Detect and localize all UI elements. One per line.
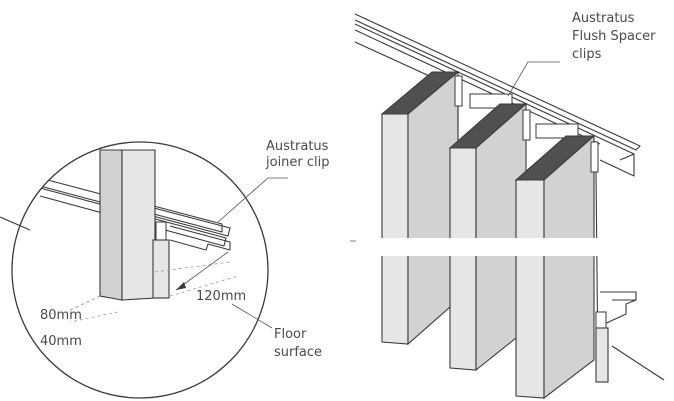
blade-front [449, 147, 477, 371]
arrow-120 [175, 251, 229, 291]
floor-leader [231, 303, 273, 329]
track-foot [169, 225, 231, 251]
blade-side [543, 134, 595, 400]
guide-floor [154, 261, 231, 273]
head-rail-end [619, 153, 635, 161]
carrier-clip [590, 141, 599, 173]
blade-front [121, 149, 156, 301]
bottom-joiner-clip [595, 311, 607, 329]
bottom-track [599, 291, 637, 327]
blade-front [381, 113, 409, 345]
spacer-clip-body [535, 123, 579, 139]
dimension-80: 80mm [40, 308, 82, 323]
carrier-clip [454, 75, 463, 107]
joiner-clip-top [155, 221, 167, 243]
spacer-clip-label-line2: Flush Spacer [572, 29, 656, 44]
spacer-clip-leader [507, 61, 560, 97]
arrowhead-120 [176, 282, 186, 290]
floor-label-line2: surface [274, 345, 322, 360]
dimension-40: 40mm [40, 334, 82, 349]
track-profile [149, 204, 223, 233]
blind-assembly [350, 13, 674, 400]
blade-front [515, 179, 545, 399]
floor-label-line1: Floor [274, 327, 307, 342]
spacer-clip-label-line3: clips [572, 47, 602, 62]
floor-line [611, 345, 665, 381]
blade-side [99, 149, 123, 301]
dimension-120: 120mm [196, 289, 246, 304]
carrier-clip [522, 109, 531, 141]
joiner-clip-label-line2: joiner clip [265, 155, 330, 170]
detail-content [39, 149, 239, 323]
head-rail-top [354, 13, 641, 151]
bottom-joiner-body [595, 327, 609, 383]
blade-1 [380, 70, 463, 346]
spacer-clip-label-line1: Austratus [572, 11, 635, 26]
joiner-clip-label-line1: Austratus [266, 139, 329, 154]
leader-line [0, 216, 31, 231]
spacer-clip-2 [535, 123, 579, 139]
guide-80b [69, 295, 101, 311]
blade-2 [448, 102, 531, 372]
view-break [350, 238, 674, 256]
guide-40 [69, 311, 119, 323]
joiner-clip-body [152, 239, 170, 299]
joiner-clip-leader [217, 177, 288, 223]
detail-magnifier [0, 141, 288, 399]
detail-circle [11, 141, 269, 399]
blade-3 [514, 134, 599, 400]
head-rail-front [354, 23, 635, 177]
